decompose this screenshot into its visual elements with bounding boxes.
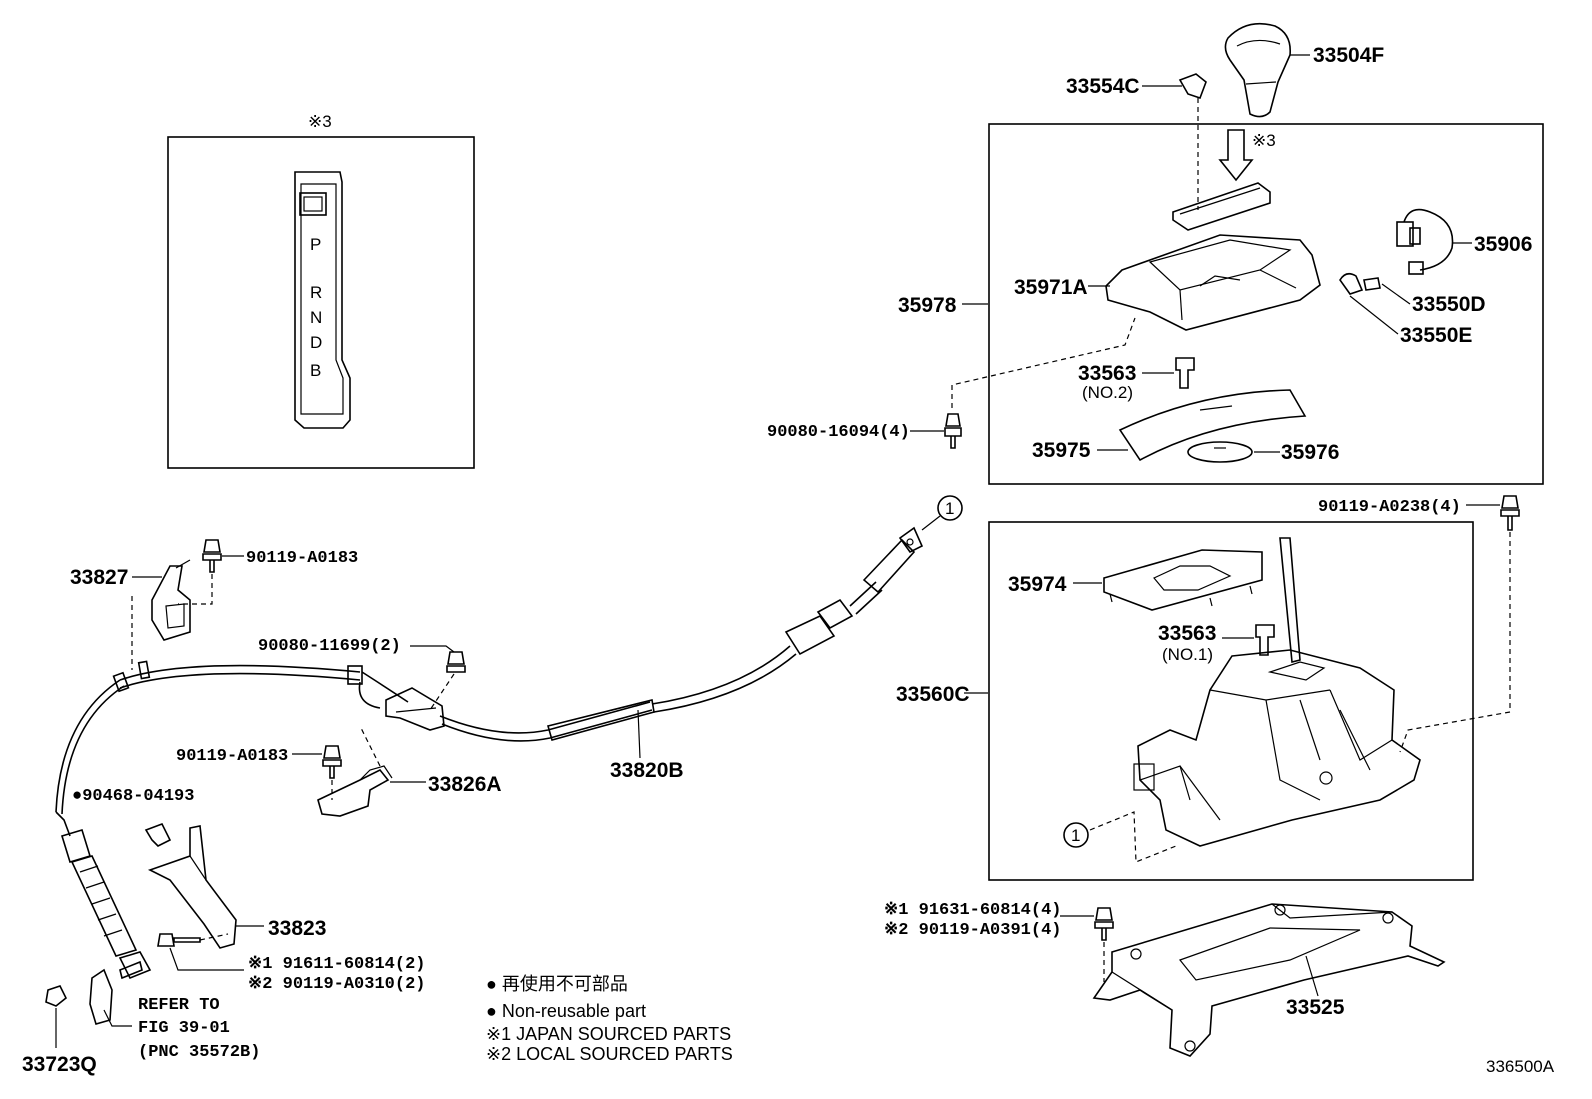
shift-letter-b: B: [310, 361, 321, 380]
label-35906: 35906: [1474, 233, 1532, 256]
label-90119-A0183-top: 90119-A0183: [246, 549, 358, 568]
label-33563-no1: 33563: [1158, 622, 1216, 645]
cover-35975: [1118, 389, 1307, 462]
label-90080-16094: 90080-16094(4): [767, 423, 910, 442]
indicator-plate: [1172, 182, 1271, 231]
callout-1-upper-text: 1: [945, 499, 954, 518]
label-35976: 35976: [1281, 441, 1339, 464]
label-91611-60814: ※1 91611-60814(2): [248, 955, 425, 974]
label-35975: 35975: [1032, 439, 1091, 462]
label-90119-A0391: ※2 90119-A0391(4): [884, 921, 1061, 940]
bulb-33550: [1339, 272, 1411, 335]
slot-35975: [1199, 405, 1233, 411]
lever-assembly-33560C: [1133, 649, 1421, 847]
label-90119-A0183-mid: 90119-A0183: [176, 747, 288, 766]
bracket-33823: [147, 825, 237, 949]
label-91631-60814: ※1 91631-60814(4): [884, 901, 1061, 920]
plate-35974: [1103, 549, 1263, 611]
label-90080-11699: 90080-11699(2): [258, 637, 401, 656]
shift-letter-p: P: [310, 235, 321, 254]
label-33525: 33525: [1286, 996, 1345, 1019]
legend-jp: ● 再使用不可部品: [486, 974, 628, 994]
plate-35976: [1187, 441, 1253, 463]
legend-japan-sourced: ※1 JAPAN SOURCED PARTS: [486, 1024, 731, 1044]
label-no2: (NO.2): [1082, 383, 1133, 402]
label-fig-39-01: FIG 39-01: [138, 1019, 230, 1038]
label-33823: 33823: [268, 917, 326, 940]
legend-non-reusable: ● Non-reusable part: [486, 1001, 646, 1021]
bracket-33827: [151, 559, 191, 641]
label-33723Q: 33723Q: [22, 1053, 97, 1076]
label-35971A: 35971A: [1014, 276, 1088, 299]
cable-bracket: [385, 687, 445, 731]
inset-note: ※3: [308, 112, 332, 131]
arrow-note3: [1218, 129, 1254, 182]
box-33560C: [988, 521, 1474, 881]
label-35978: 35978: [898, 294, 957, 317]
bolt-90119-A0183-top: [202, 539, 222, 573]
bolt-90119-A0238: [1500, 495, 1520, 531]
tab-bracket: [89, 968, 113, 1025]
clip-90468-04193: [144, 822, 172, 847]
pin-end: [119, 960, 143, 980]
shift-knob-33504F: [1224, 22, 1310, 118]
label-33826A: 33826A: [428, 773, 502, 796]
label-pnc-35572B: (PNC 35572B): [138, 1043, 260, 1062]
cable-boot: [55, 811, 152, 980]
bracket-33525: [1092, 903, 1446, 1057]
label-refer-to: REFER TO: [138, 996, 220, 1015]
switch-35906: [1396, 208, 1472, 275]
label-90119-A0238: 90119-A0238(4): [1318, 498, 1461, 517]
clip-33563-no1: [1255, 624, 1275, 656]
bolt-90080-16094: [944, 413, 962, 449]
bolt-90119-A0183-mid: [322, 745, 342, 779]
callout-1-lower-text: 1: [1071, 826, 1080, 845]
housing-35971A: [1105, 234, 1321, 331]
label-note3-arrow: ※3: [1252, 131, 1276, 150]
shift-letter-d: D: [310, 333, 322, 352]
label-33820B: 33820B: [610, 759, 684, 782]
legend-local-sourced: ※2 LOCAL SOURCED PARTS: [486, 1044, 733, 1064]
shift-lever-rod: [1279, 537, 1301, 664]
label-90468-04193: ●90468-04193: [72, 787, 194, 806]
label-33827: 33827: [70, 566, 128, 589]
bolt-91611-60814: [157, 933, 201, 947]
clip-33563-no2: [1175, 357, 1195, 389]
button-33554C: [1178, 73, 1207, 100]
box-35978: [988, 123, 1544, 485]
label-35974: 35974: [1008, 573, 1067, 596]
bolt-91631-60814: [1094, 907, 1114, 941]
figure-code: 336500A: [1486, 1057, 1555, 1076]
label-33560C: 33560C: [896, 683, 970, 706]
clamp-33826A: [317, 768, 390, 817]
cable-33820B: [55, 526, 924, 815]
bolt-90080-11699: [446, 651, 466, 673]
callout-circle-1-lower: [1063, 822, 1089, 848]
inset-shift-pattern: P R N D B: [167, 136, 475, 469]
label-33550D: 33550D: [1412, 293, 1486, 316]
shift-letter-n: N: [310, 308, 322, 327]
nut-33723Q: [45, 985, 68, 1007]
shift-letter-r: R: [310, 283, 322, 302]
callout-circle-1-upper: [937, 495, 963, 521]
label-90119-A0310: ※2 90119-A0310(2): [248, 975, 425, 994]
label-33563-no2: 33563: [1078, 362, 1136, 385]
label-33554C: 33554C: [1066, 75, 1140, 98]
label-33504F: 33504F: [1313, 44, 1384, 67]
label-no1: (NO.1): [1162, 645, 1213, 664]
label-33550E: 33550E: [1400, 324, 1472, 347]
